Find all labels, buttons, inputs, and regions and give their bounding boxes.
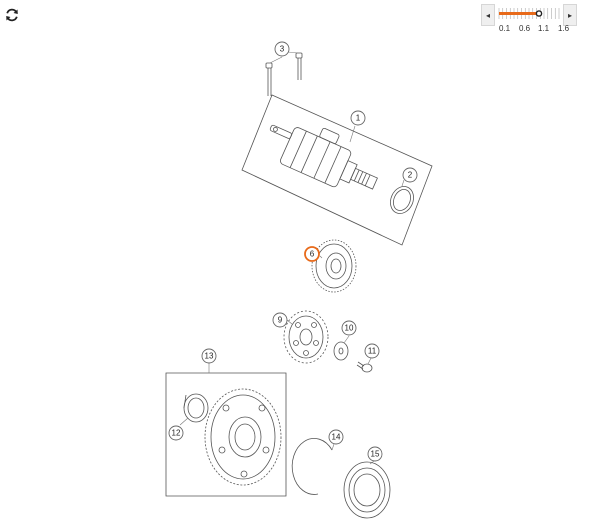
- zoom-tick-label: 1.6: [558, 24, 570, 33]
- callout-9[interactable]: 9: [272, 312, 288, 328]
- bolt-part[interactable]: [265, 62, 273, 96]
- sprocket-part[interactable]: [283, 310, 329, 364]
- bolt-part[interactable]: [295, 52, 303, 80]
- svg-text:6: 6: [310, 250, 315, 259]
- svg-text:13: 13: [205, 352, 214, 361]
- callout-12[interactable]: 12: [168, 425, 184, 441]
- callout-10[interactable]: 10: [341, 320, 357, 336]
- zoom-out-button[interactable]: ◂: [481, 4, 495, 26]
- freewheel-gear-part[interactable]: [165, 372, 287, 497]
- screw-part[interactable]: [356, 361, 373, 373]
- svg-text:10: 10: [345, 324, 354, 333]
- svg-text:15: 15: [371, 450, 380, 459]
- starter-motor-part[interactable]: [241, 94, 433, 246]
- svg-text:11: 11: [368, 347, 377, 356]
- svg-text:9: 9: [278, 316, 283, 325]
- svg-text:3: 3: [280, 45, 285, 54]
- bearing-ring-part[interactable]: [343, 461, 391, 519]
- zoom-tick-label: 0.1: [499, 24, 511, 33]
- washer-part[interactable]: [333, 341, 349, 361]
- svg-text:14: 14: [332, 433, 341, 442]
- needle-bearing-part[interactable]: [183, 393, 209, 423]
- o-ring-part[interactable]: [386, 183, 417, 218]
- zoom-tick-label: 0.6: [519, 24, 531, 33]
- zoom-slider-fill: [499, 12, 539, 15]
- circlip-part[interactable]: [291, 438, 333, 495]
- callout-2[interactable]: 2: [402, 167, 418, 183]
- refresh-icon[interactable]: [4, 7, 20, 23]
- callout-1[interactable]: 1: [350, 110, 366, 126]
- callout-11[interactable]: 11: [364, 343, 380, 359]
- idler-gear-part[interactable]: [311, 239, 357, 293]
- svg-text:2: 2: [408, 171, 413, 180]
- callout-15[interactable]: 15: [367, 446, 383, 462]
- callout-3[interactable]: 3: [274, 41, 290, 57]
- callout-6[interactable]: 6: [304, 246, 320, 262]
- svg-text:12: 12: [172, 429, 181, 438]
- callout-14[interactable]: 14: [328, 429, 344, 445]
- zoom-slider-knob[interactable]: [535, 10, 543, 17]
- zoom-slider[interactable]: [497, 4, 561, 24]
- zoom-control: ◂ ▸ 0.1 0.6 1.1 1.6: [481, 4, 577, 34]
- zoom-in-button[interactable]: ▸: [563, 4, 577, 26]
- callout-13[interactable]: 13: [201, 348, 217, 364]
- svg-text:1: 1: [356, 114, 361, 123]
- zoom-tick-label: 1.1: [538, 24, 550, 33]
